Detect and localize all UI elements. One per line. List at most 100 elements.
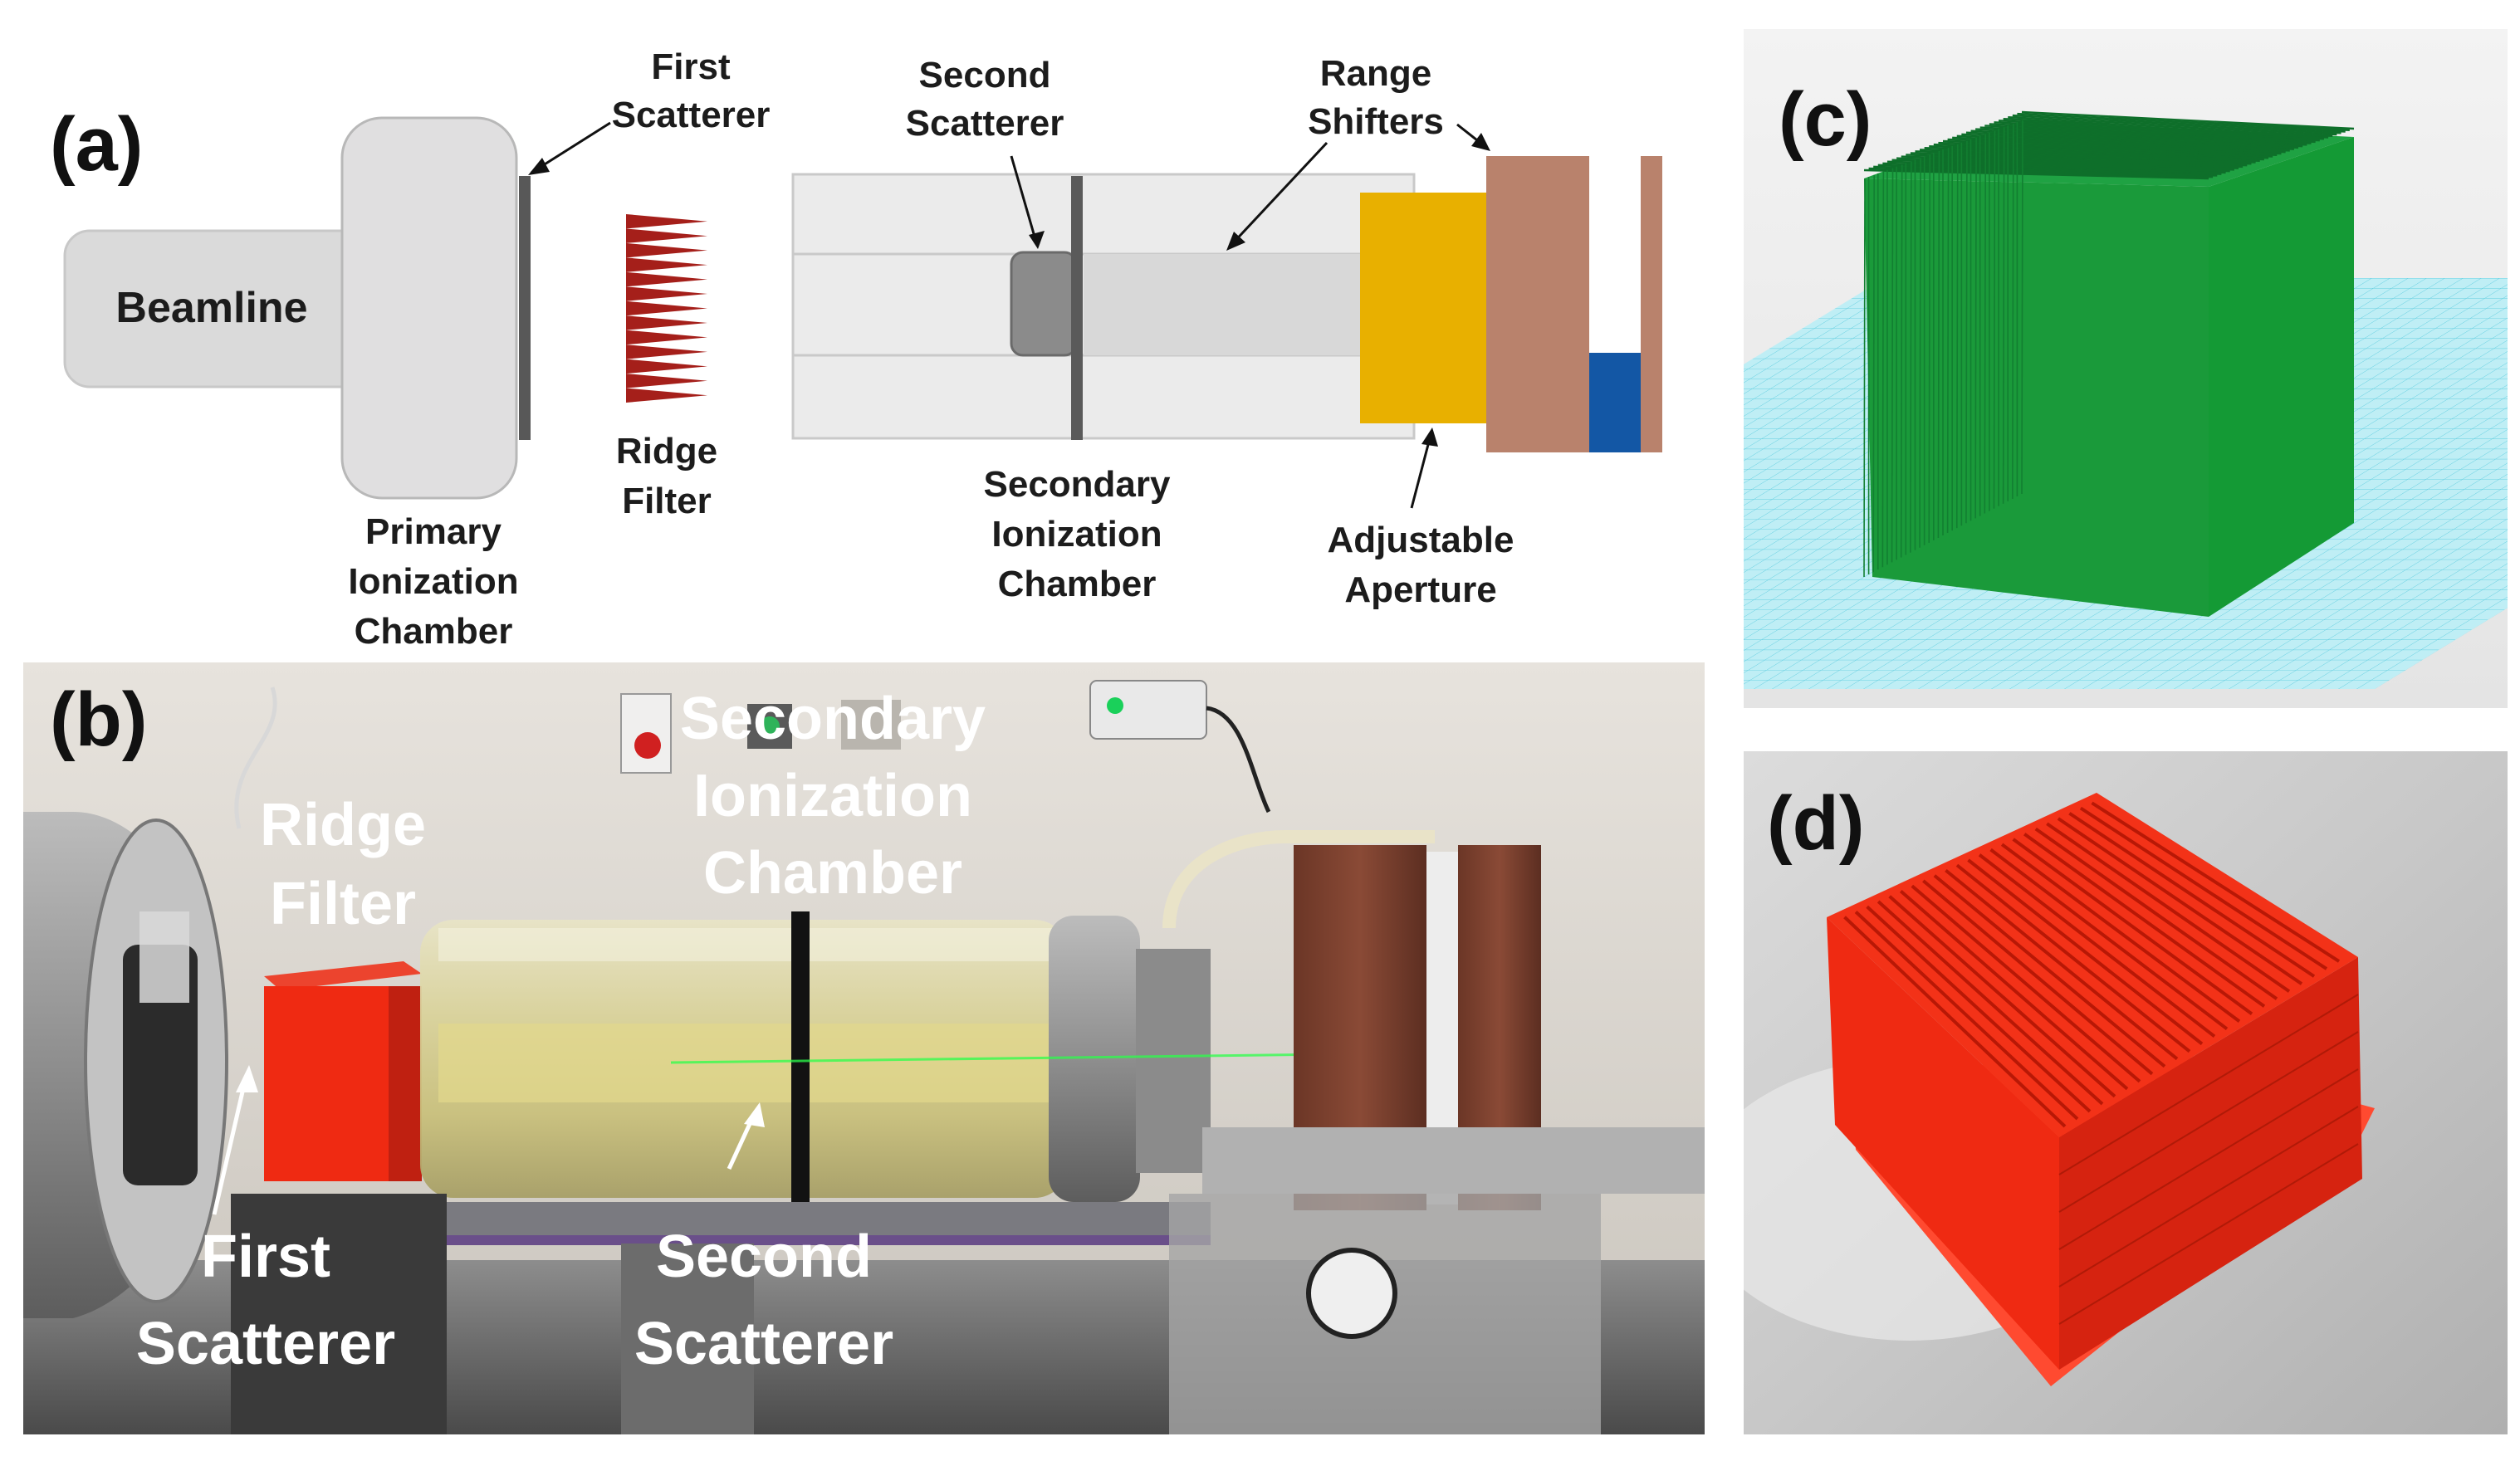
secondary-ionization-chamber-plate <box>1071 176 1083 440</box>
print-layer-line <box>2058 1143 2359 1325</box>
cad-fin-edge <box>2021 120 2023 495</box>
cad-fin-edge <box>1919 158 1921 548</box>
adjustable-aperture-label-line2: Aperture <box>1344 569 1496 610</box>
range-shifters-arrow-1 <box>1229 141 1329 247</box>
cad-fin <box>1877 164 2222 175</box>
secondary-ic-label-line2: Ionization <box>991 514 1162 555</box>
wall-green-light-icon <box>760 716 780 736</box>
print-slot <box>2046 822 2291 993</box>
second-scatterer-label-line1: Second <box>919 55 1051 95</box>
second-scatterer-shape <box>1010 251 1078 357</box>
print-slot <box>2079 806 2328 970</box>
print-slot <box>2023 833 2266 1008</box>
cad-fin <box>1873 165 2218 177</box>
panel-d-label: (d) <box>1767 781 1864 866</box>
print-slot <box>1989 848 2229 1031</box>
cad-fins <box>1863 110 2355 578</box>
print-layer-line <box>2058 994 2359 1175</box>
dial-gauge-icon <box>1306 1248 1397 1339</box>
second-scatterer-arrow <box>1010 155 1038 243</box>
print-block-right <box>2059 957 2362 1370</box>
first-scatterer-label-line1: First <box>651 46 731 87</box>
cad-fin-edge <box>1863 178 1866 578</box>
cad-fin-edge <box>1984 134 1987 514</box>
print-slot <box>1911 884 2141 1083</box>
range-shifters-label-line2: Shifters <box>1308 101 1444 142</box>
ridge-filter-block-top <box>264 961 422 990</box>
cad-fin <box>1906 154 2248 167</box>
print-layer-line <box>2058 1068 2359 1250</box>
cad-fin <box>1942 139 2282 155</box>
beamline-label: Beamline <box>115 284 307 332</box>
range-shifters-label-line1: Range <box>1320 53 1431 94</box>
second-scatterer-photo-label-line1: Second <box>656 1224 872 1290</box>
primary-ic-label-line2: Ionization <box>348 561 518 602</box>
ridge-filter-label-line2: Filter <box>622 481 712 521</box>
tube-inner-bore <box>1084 254 1366 355</box>
cad-fin <box>1989 123 2325 140</box>
laser-green-light-icon <box>1107 697 1123 714</box>
ridge-filter-photo-label-line1: Ridge <box>260 792 426 858</box>
cad-fin <box>2003 118 2337 136</box>
cad-fin <box>1994 121 2329 139</box>
adjustable-aperture-label-line1: Adjustable <box>1328 520 1514 560</box>
print-slot <box>1967 858 2204 1046</box>
range-shifter-blue <box>1589 353 1641 452</box>
cad-fin <box>1975 128 2312 144</box>
range-shifter-handle <box>1162 830 1435 929</box>
cad-fin-edge <box>1974 137 1977 519</box>
first-scatterer-photo-arrowhead <box>236 1065 258 1092</box>
secondary-ic-label-line1: Secondary <box>984 464 1172 505</box>
cad-fin <box>2021 110 2355 130</box>
secondary-ic-photo-label-line1: Secondary <box>680 686 986 752</box>
first-scatterer-foil <box>519 176 531 440</box>
wall-red-button-icon <box>634 732 661 759</box>
adjustable-aperture-shape <box>1360 193 1486 423</box>
cad-fin-edge <box>1965 140 1968 524</box>
cad-fin <box>2008 115 2341 134</box>
extrusion-rail <box>1202 1127 1705 1194</box>
cad-fin <box>1882 162 2226 174</box>
print-slot <box>2012 838 2253 1015</box>
print-layer-line <box>2058 1106 2359 1288</box>
panel-a-schematic: Beamline (a) First <box>0 0 1727 664</box>
panel-b-label: (b) <box>50 677 147 762</box>
panel-b-photo: (b) Ridge Filter Secondary Ionization Ch… <box>23 662 1705 1434</box>
print-slot <box>2000 843 2241 1023</box>
cad-fin-edge <box>1955 144 1959 529</box>
first-scatterer-photo-label-line2: Scatterer <box>136 1311 395 1377</box>
scatterer-stage <box>231 1194 447 1434</box>
cad-fin-edge <box>1946 147 1950 534</box>
primary-ionization-chamber-shape <box>340 116 518 500</box>
print-slots <box>1843 801 2359 1325</box>
print-slot <box>1888 895 2116 1098</box>
panel-c-cad-model: (c) <box>1744 29 2508 708</box>
wall-cable-left <box>234 687 277 829</box>
second-scatterer-arrowhead <box>1029 231 1045 249</box>
print-layer-line <box>2058 1031 2359 1213</box>
print-slot <box>1854 911 2079 1121</box>
cad-fin-edge <box>1891 168 1894 563</box>
cad-fin <box>1896 157 2239 169</box>
print-block-left <box>1827 917 2059 1370</box>
cad-fin <box>1863 169 2209 180</box>
cad-fin <box>1915 150 2256 164</box>
wall-panel-button <box>620 693 672 774</box>
secondary-ic-label-line3: Chamber <box>998 564 1157 604</box>
primary-ic-label-line3: Chamber <box>355 611 513 652</box>
range-shifter-large <box>1486 156 1589 452</box>
adjustable-aperture-arrow <box>1410 437 1431 509</box>
cad-fin-edge <box>1937 151 1940 538</box>
cad-fin <box>1970 129 2307 146</box>
print-slot <box>1978 853 2216 1038</box>
cad-block-side <box>2209 137 2354 617</box>
second-scatterer-label-line2: Scatterer <box>906 103 1064 144</box>
print-slot <box>2034 827 2278 1000</box>
wall-cable <box>1206 706 1271 814</box>
cad-fin-edge <box>2012 124 2014 499</box>
laser-unit <box>1089 680 1207 740</box>
wall-box-right <box>841 700 901 750</box>
print-slot <box>2057 817 2303 985</box>
adjustable-aperture-arrowhead <box>1421 428 1438 447</box>
cad-fin-edge <box>1872 174 1875 573</box>
